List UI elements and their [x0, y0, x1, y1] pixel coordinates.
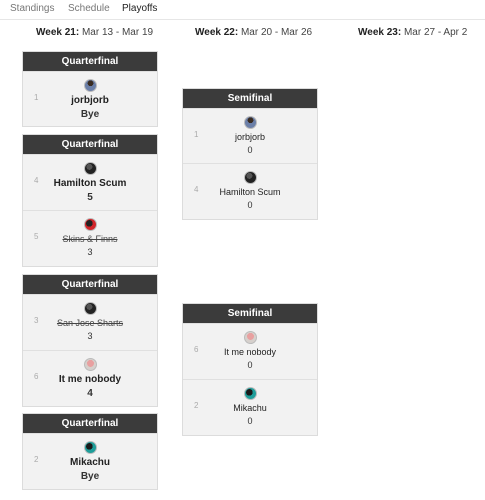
team-slot[interactable]: 4 Hamilton Scum 5: [23, 154, 157, 210]
week-label: Week 23:: [358, 27, 402, 38]
team-result: 3: [87, 331, 93, 341]
week-dates: Mar 20 - Mar 26: [240, 27, 313, 38]
week-22-header: Week 22: Mar 20 - Mar 26: [195, 27, 312, 38]
week-21-header: Week 21: Mar 13 - Mar 19: [36, 27, 153, 38]
week-23-header: Week 23: Mar 27 - Apr 2: [358, 27, 467, 38]
teal-helmet-avatar-icon: [83, 441, 97, 454]
quarterfinal-card[interactable]: Quarterfinal 4 Hamilton Scum 5 5 Skins &…: [22, 134, 158, 267]
week-label: Week 21:: [36, 27, 80, 38]
seed-number: 3: [34, 316, 39, 325]
team-slot[interactable]: 3 San Jose Sharts 3: [23, 294, 157, 350]
match-title: Semifinal: [183, 304, 317, 323]
team-slot[interactable]: 5 Skins & Finns 3: [23, 210, 157, 266]
pink-avatar-icon: [243, 331, 257, 344]
person-avatar-icon: [83, 79, 97, 92]
helmet-avatar-icon: [83, 162, 97, 175]
team-name: Skins & Finns: [62, 234, 118, 244]
team-name: jorbjorb: [234, 132, 265, 142]
match-title: Quarterfinal: [23, 275, 157, 294]
match-title: Quarterfinal: [23, 52, 157, 71]
team-name: Mikachu: [233, 403, 267, 413]
team-result: Bye: [80, 109, 100, 120]
seed-number: 1: [34, 93, 39, 102]
seed-number: 4: [34, 176, 39, 185]
tab-schedule[interactable]: Schedule: [68, 3, 110, 14]
team-result: 0: [247, 200, 253, 210]
team-name: Hamilton Scum: [219, 187, 281, 197]
team-result: 0: [247, 145, 253, 155]
team-name: It me nobody: [223, 347, 277, 357]
team-name: Hamilton Scum: [53, 178, 127, 189]
match-title: Quarterfinal: [23, 135, 157, 154]
quarterfinal-card[interactable]: Quarterfinal 2 Mikachu Bye: [22, 413, 158, 490]
team-result: 0: [247, 416, 253, 426]
seed-number: 2: [34, 455, 39, 464]
tab-bar: Standings Schedule Playoffs: [0, 0, 485, 20]
quarterfinal-card[interactable]: Quarterfinal 3 San Jose Sharts 3 6 It me…: [22, 274, 158, 407]
team-slot[interactable]: 6 It me nobody 0: [183, 323, 317, 379]
week-label: Week 22:: [195, 27, 239, 38]
quarterfinal-card[interactable]: Quarterfinal 1 jorbjorb Bye: [22, 51, 158, 127]
seed-number: 5: [34, 232, 39, 241]
red-helmet-avatar-icon: [83, 218, 97, 231]
team-slot[interactable]: 4 Hamilton Scum 0: [183, 163, 317, 219]
seed-number: 6: [194, 345, 199, 354]
team-name: Mikachu: [69, 457, 110, 468]
pink-avatar-icon: [83, 358, 97, 371]
semifinal-card[interactable]: Semifinal 6 It me nobody 0 2 Mikachu 0: [182, 303, 318, 436]
team-result: 5: [87, 192, 93, 203]
tab-standings[interactable]: Standings: [10, 3, 55, 14]
team-name: San Jose Sharts: [56, 318, 124, 328]
team-slot[interactable]: 2 Mikachu 0: [183, 379, 317, 435]
week-dates: Mar 27 - Apr 2: [403, 27, 468, 38]
teal-helmet-avatar-icon: [243, 387, 257, 400]
seed-number: 4: [194, 185, 199, 194]
tab-playoffs[interactable]: Playoffs: [122, 3, 158, 14]
person-avatar-icon: [243, 116, 257, 129]
team-result: 4: [87, 388, 93, 399]
semifinal-card[interactable]: Semifinal 1 jorbjorb 0 4 Hamilton Scum 0: [182, 88, 318, 220]
team-result: 0: [247, 360, 253, 370]
team-slot[interactable]: 6 It me nobody 4: [23, 350, 157, 406]
helmet-avatar-icon: [83, 302, 97, 315]
seed-number: 2: [194, 401, 199, 410]
helmet-avatar-icon: [243, 171, 257, 184]
team-name: jorbjorb: [71, 95, 109, 106]
team-name: It me nobody: [58, 374, 122, 385]
match-title: Semifinal: [183, 89, 317, 108]
week-dates: Mar 13 - Mar 19: [81, 27, 154, 38]
team-result: Bye: [80, 471, 100, 482]
seed-number: 1: [194, 130, 199, 139]
team-slot[interactable]: 1 jorbjorb Bye: [23, 71, 157, 126]
team-result: 3: [87, 247, 93, 257]
team-slot[interactable]: 2 Mikachu Bye: [23, 433, 157, 489]
team-slot[interactable]: 1 jorbjorb 0: [183, 108, 317, 163]
match-title: Quarterfinal: [23, 414, 157, 433]
seed-number: 6: [34, 372, 39, 381]
